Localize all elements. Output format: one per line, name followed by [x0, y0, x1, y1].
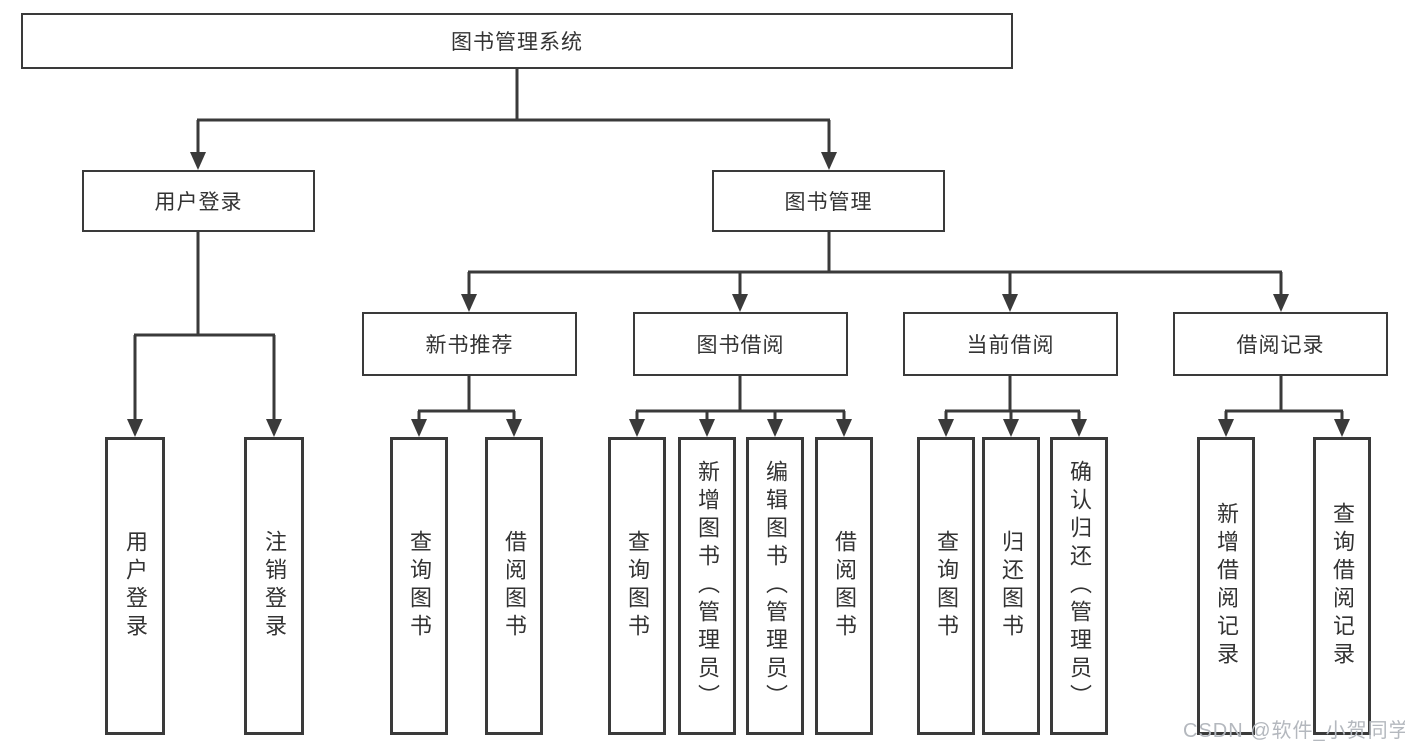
- connector-bookmgmt-to-level3: [467, 232, 1283, 296]
- node-leaf-query-books-borrow: 查询图书: [608, 437, 666, 735]
- node-leaf-query-books-recommend: 查询图书: [390, 437, 448, 735]
- node-label: 图书借阅: [696, 334, 785, 357]
- node-leaf-add-borrow-record: 新增借阅记录: [1197, 437, 1255, 735]
- arrow-icon: [767, 419, 783, 437]
- node-label: 注销登录: [262, 530, 287, 642]
- csdn-watermark: CSDN @软件_小贺同学: [1183, 720, 1405, 742]
- arrow-icon: [266, 419, 282, 437]
- node-label: 借阅图书: [502, 530, 527, 642]
- connector-userlogin-to-leaves: [133, 232, 276, 421]
- arrow-icon: [1003, 419, 1019, 437]
- node-book-management-branch: 图书管理: [712, 170, 945, 232]
- arrow-icon: [1218, 419, 1234, 437]
- arrow-icon: [190, 152, 206, 170]
- arrow-icon: [506, 419, 522, 437]
- node-label: 归还图书: [999, 530, 1024, 642]
- node-new-book-recommend: 新书推荐: [362, 312, 577, 376]
- node-leaf-query-books-current: 查询图书: [917, 437, 975, 735]
- node-label: 新增图书（管理员）: [695, 460, 720, 712]
- node-label: 编辑图书（管理员）: [763, 460, 788, 712]
- node-current-borrow: 当前借阅: [903, 312, 1118, 376]
- node-label: 借阅记录: [1236, 334, 1325, 357]
- arrow-icon: [821, 152, 837, 170]
- arrow-icon: [411, 419, 427, 437]
- node-label: 用户登录: [154, 191, 243, 214]
- arrow-icon: [836, 419, 852, 437]
- node-leaf-logout: 注销登录: [244, 437, 304, 735]
- connector-bookborrow-to-leaves: [635, 376, 846, 421]
- node-label: 新书推荐: [425, 334, 514, 357]
- node-label: 确认归还（管理员）: [1067, 460, 1092, 712]
- node-label: 用户登录: [123, 530, 148, 642]
- node-leaf-borrow-books-recommend: 借阅图书: [485, 437, 543, 735]
- node-label: 图书管理系统: [451, 31, 583, 54]
- node-borrow-records: 借阅记录: [1173, 312, 1388, 376]
- arrow-icon: [699, 419, 715, 437]
- node-leaf-user-login: 用户登录: [105, 437, 165, 735]
- connector-newbookrec-to-leaves: [417, 376, 516, 421]
- connector-root-to-level2: [196, 69, 831, 154]
- node-leaf-return-books: 归还图书: [982, 437, 1040, 735]
- connector-currentborrow-to-leaves: [944, 376, 1081, 421]
- node-leaf-add-books-admin: 新增图书（管理员）: [678, 437, 736, 735]
- node-label: 图书管理: [784, 191, 873, 214]
- node-label: 当前借阅: [966, 334, 1055, 357]
- node-user-login-branch: 用户登录: [82, 170, 315, 232]
- arrow-icon: [127, 419, 143, 437]
- arrow-icon: [1334, 419, 1350, 437]
- node-label: 查询借阅记录: [1330, 502, 1355, 670]
- arrow-icon: [938, 419, 954, 437]
- arrow-icon: [1071, 419, 1087, 437]
- node-label: 查询图书: [625, 530, 650, 642]
- node-root-system: 图书管理系统: [21, 13, 1013, 69]
- arrow-icon: [732, 294, 748, 312]
- node-leaf-edit-books-admin: 编辑图书（管理员）: [746, 437, 804, 735]
- arrow-icon: [461, 294, 477, 312]
- node-book-borrow: 图书借阅: [633, 312, 848, 376]
- node-label: 查询图书: [934, 530, 959, 642]
- arrow-icon: [1002, 294, 1018, 312]
- node-leaf-confirm-return-admin: 确认归还（管理员）: [1050, 437, 1108, 735]
- node-label: 查询图书: [407, 530, 432, 642]
- connector-borrowrecords-to-leaves: [1224, 376, 1344, 421]
- node-leaf-query-borrow-record: 查询借阅记录: [1313, 437, 1371, 735]
- node-label: 借阅图书: [832, 530, 857, 642]
- node-label: 新增借阅记录: [1214, 502, 1239, 670]
- node-leaf-borrow-books: 借阅图书: [815, 437, 873, 735]
- arrow-icon: [1273, 294, 1289, 312]
- arrow-icon: [629, 419, 645, 437]
